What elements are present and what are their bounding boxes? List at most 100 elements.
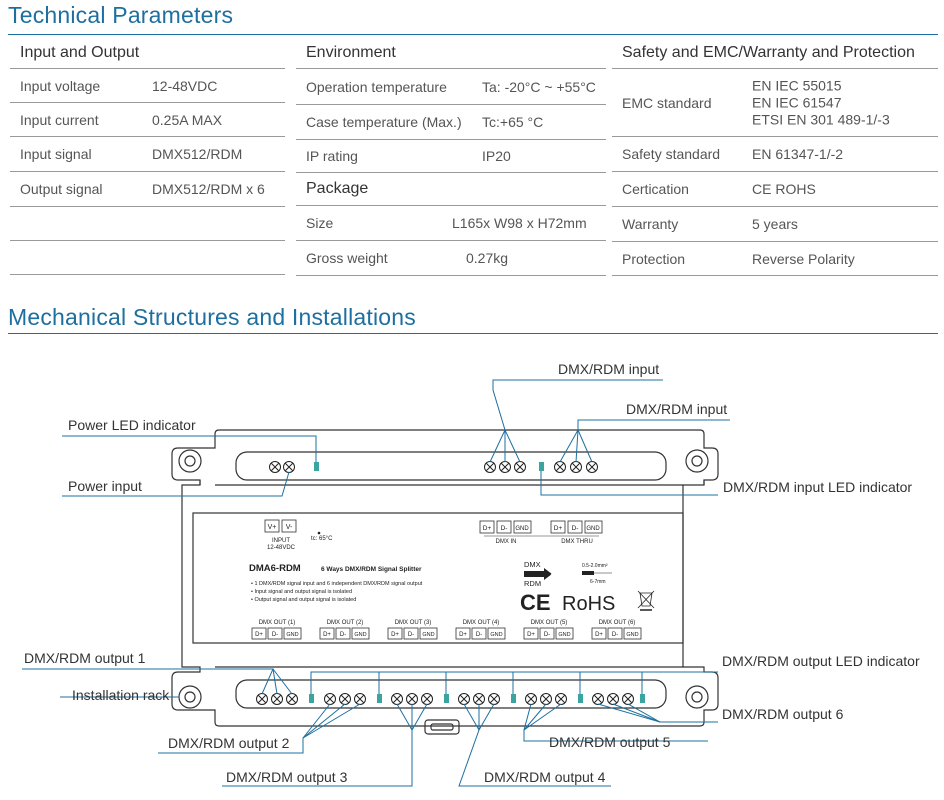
row-value: Tc:+65 °C [482, 114, 544, 130]
row-label: Safety standard [622, 146, 721, 162]
row-value: ETSI EN 301 489-1/-3 [752, 111, 890, 127]
callouts: DMX/RDM input DMX/RDM input Power LED in… [24, 361, 920, 785]
row-value: Ta: -20°C ~ +55°C [482, 78, 596, 95]
row-value: EN IEC 61547 [752, 94, 842, 110]
dminus-label: D- [544, 632, 550, 638]
table-row: Output signal DMX512/RDM x 6 [10, 172, 285, 207]
dmx-in-terminals [484, 461, 526, 473]
gnd-label: GND [354, 632, 366, 638]
callout-output-6: DMX/RDM output 6 [722, 706, 844, 722]
empty-row [10, 207, 285, 241]
dminus-label: D- [272, 632, 278, 638]
gnd-label: GND [515, 526, 529, 532]
dmx-out-blocks: DMX OUT (1) D+ D- GND DMX OUT (2) D+ D- … [251, 620, 642, 640]
input-output-heading: Input and Output [10, 38, 285, 69]
dminus-label: D- [408, 632, 414, 638]
bullet-item: • Input signal and output signal is isol… [251, 589, 352, 595]
table-row: EMC standard EN IEC 55015 EN IEC 61547 E… [612, 69, 938, 137]
table-row: Size L165x W98 x H72mm [296, 206, 606, 241]
dmx-thru-terminals [554, 461, 598, 473]
safety-table: Safety and EMC/Warranty and Protection E… [612, 38, 938, 276]
dmx-out-label: DMX OUT (2) [327, 620, 364, 626]
dmx-out-label: DMX OUT (5) [531, 620, 568, 626]
dplus-label: D+ [255, 632, 263, 638]
row-label: Protection [622, 250, 686, 267]
safety-heading: Safety and EMC/Warranty and Protection [612, 38, 938, 69]
mechanical-structures-title: Mechanical Structures and Installations [8, 304, 416, 330]
output-leds [309, 694, 645, 703]
row-value: EN 61347-1/-2 [752, 146, 844, 162]
input-block-label: INPUT [272, 538, 290, 544]
row-label: IP rating [306, 148, 358, 164]
device-diagram: V+ V- INPUT 12-48VDC tc: 65°C D+ D- GND … [22, 361, 920, 787]
input-voltage-label: 12-48VDC [267, 545, 296, 551]
dplus-label: D+ [554, 525, 563, 532]
callout-power-input: Power input [68, 478, 142, 494]
row-value: 0.25A MAX [152, 111, 223, 128]
row-label: Size [306, 215, 334, 231]
callout-output-3: DMX/RDM output 3 [226, 769, 348, 785]
gnd-label: GND [558, 632, 570, 638]
dplus-label: D+ [391, 632, 399, 638]
callout-dmx-input-right: DMX/RDM input [626, 401, 727, 417]
technical-parameters-title: Technical Parameters [8, 2, 234, 28]
dmx-out-block: DMX OUT (2) D+ D- GND [319, 620, 370, 640]
dmx-out-block: DMX OUT (4) D+ D- GND [455, 620, 506, 640]
table-row: Protection Reverse Polarity [612, 242, 938, 276]
dplus-label: D+ [595, 632, 603, 638]
dplus-label: D+ [459, 632, 467, 638]
dminus-label: D- [340, 632, 346, 638]
gnd-label: GND [626, 632, 638, 638]
row-value: CE ROHS [752, 181, 816, 197]
row-value: Reverse Polarity [752, 250, 855, 267]
power-terminals [269, 461, 295, 473]
package-heading: Package [296, 173, 606, 206]
row-value: L165x W98 x H72mm [452, 215, 587, 231]
wire-spec-text: 6-7mm [590, 579, 606, 585]
row-value: EN IEC 55015 [752, 77, 842, 93]
dmx-out-label: DMX OUT (3) [395, 620, 432, 626]
dminus-label: D- [572, 525, 579, 532]
row-label: Input voltage [20, 77, 101, 94]
weee-icon [637, 590, 655, 611]
row-label: Output signal [20, 181, 103, 197]
input-led [539, 462, 544, 471]
row-label: Gross weight [306, 250, 388, 266]
title-underline [8, 34, 938, 35]
dmx-out-block: DMX OUT (1) D+ D- GND [251, 620, 302, 640]
row-value: DMX512/RDM x 6 [152, 181, 265, 197]
row-value: 12-48VDC [152, 77, 218, 94]
dplus-label: D+ [527, 632, 535, 638]
vplus-label: V+ [268, 524, 277, 531]
device-housing [171, 429, 719, 735]
tc-label: tc: 65°C [311, 536, 333, 542]
label-panel: V+ V- INPUT 12-48VDC tc: 65°C D+ D- GND … [249, 519, 655, 640]
gnd-label: GND [286, 632, 298, 638]
rdm-logo-text: RDM [524, 579, 541, 588]
table-row: Input voltage 12-48VDC [10, 69, 285, 103]
model-description: 6 Ways DMX/RDM Signal Splitter [321, 566, 422, 573]
input-output-table: Input and Output Input voltage 12-48VDC I… [10, 38, 285, 275]
dmx-out-block: DMX OUT (3) D+ D- GND [387, 620, 438, 640]
dmx-out-block: DMX OUT (5) D+ D- GND [523, 620, 574, 640]
dmx-in-label: DMX IN [496, 539, 517, 545]
emc-standards: EN IEC 55015 EN IEC 61547 ETSI EN 301 48… [752, 77, 890, 128]
dmx-thru-label: DMX THRU [561, 539, 593, 545]
table-row: Case temperature (Max.)Tc:+65 °C [296, 105, 606, 140]
rohs-mark: RoHS [562, 593, 615, 615]
dmx-out-block: DMX OUT (6) D+ D- GND [591, 620, 642, 640]
row-label: EMC standard [622, 94, 712, 111]
dmx-out-label: DMX OUT (6) [599, 620, 636, 626]
leader-lines [22, 379, 730, 787]
dplus-label: D+ [483, 525, 492, 532]
dmx-logo-text: DMX [524, 560, 541, 569]
callout-output-led: DMX/RDM output LED indicator [722, 653, 920, 669]
dminus-label: D- [501, 525, 508, 532]
row-label: Input signal [20, 146, 92, 162]
dminus-label: D- [476, 632, 482, 638]
row-value: 0.27kg [466, 250, 509, 266]
vminus-label: V- [286, 524, 293, 531]
